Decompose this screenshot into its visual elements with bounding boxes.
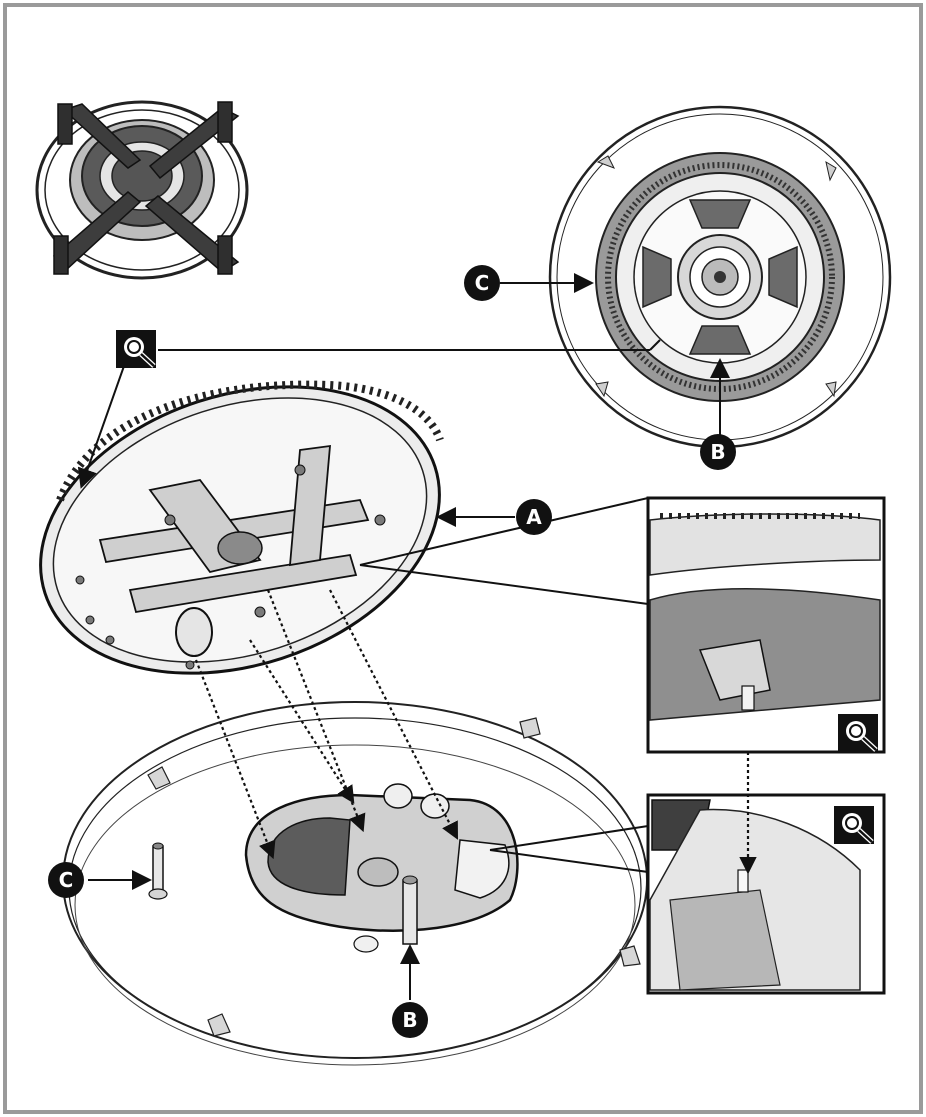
magnifier-icon <box>834 806 874 844</box>
part-a-burner-cap <box>39 380 444 675</box>
callout-c-top: C <box>464 265 500 301</box>
callout-a: A <box>516 499 552 535</box>
magnifier-icon <box>116 330 156 368</box>
callout-b-bottom: B <box>392 1002 428 1038</box>
callout-b-top-label: B <box>710 440 725 464</box>
callout-c-top-label: C <box>475 271 490 295</box>
burner-top-view <box>548 105 892 449</box>
detail-box-lower <box>646 793 886 995</box>
callout-a-label: A <box>526 505 542 529</box>
magnifier-icon <box>838 714 878 752</box>
leader-lines <box>77 273 730 1000</box>
callout-b-bottom-label: B <box>402 1008 417 1032</box>
callout-b-top: B <box>700 434 736 470</box>
callout-c-bottom-label: C <box>59 868 74 892</box>
callout-c-bottom: C <box>48 862 84 898</box>
dotted-guides <box>194 589 757 875</box>
detail-box-upper <box>646 496 886 754</box>
burner-overview <box>35 100 249 280</box>
pin-c-base <box>148 842 168 900</box>
